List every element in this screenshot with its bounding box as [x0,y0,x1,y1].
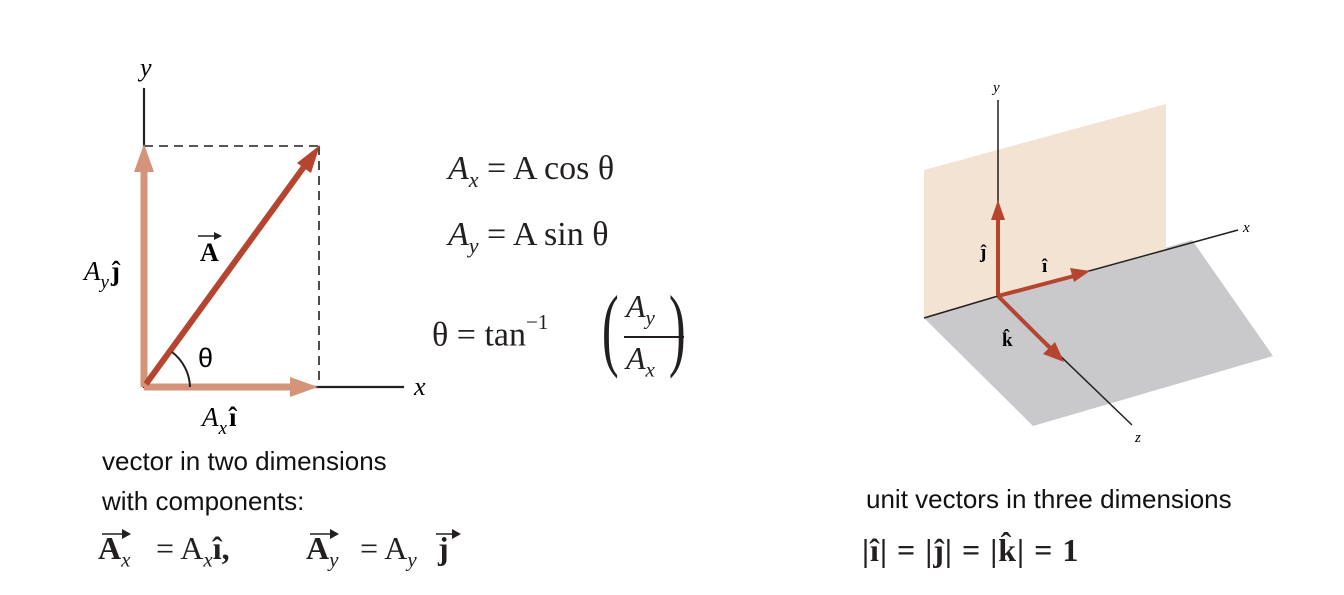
angle-arc [171,351,191,388]
vector-arrow-icon [436,529,461,539]
x-axis-label: x [413,372,426,401]
unit-vectors-3d-diagram: y x z ĵ î k̂ [923,80,1273,446]
unit-i-arrow [997,274,1075,298]
z-axis-3d-label: z [1134,430,1141,446]
unit-i-arrowhead [1070,268,1090,282]
component-y-label: Ayĵ [82,256,121,293]
component-y-arrowhead [134,144,154,172]
angle-label: θ [198,343,213,373]
vector-arrow-icon [310,529,339,539]
unit-j-label: ĵ [979,242,987,263]
formula-ax-vector: Ax [98,529,131,572]
fraction-numerator: Ay [626,288,655,330]
component-x-arrowhead [290,377,318,397]
left-caption-line2: with components: [102,486,305,516]
vector-arrow-icon [102,529,131,539]
y-axis-label: y [137,53,152,82]
xz-plane [924,240,1273,426]
equation-ay: Ay = A sin θ [448,216,609,258]
unit-k-label: k̂ [1002,329,1013,351]
x-axis-3d-label: x [1242,220,1250,236]
right-paren: ) [668,277,686,379]
unit-k-arrow [996,294,1054,352]
left-paren: ( [601,277,619,379]
vector-a-arrowhead [297,145,320,173]
component-x-label: Axî [200,402,238,439]
equation-ax: Ax = A cos θ [448,150,615,192]
vector-a-label: A [200,238,219,267]
unit-j-arrowhead [991,200,1005,220]
fraction-denominator: Ax [626,340,655,382]
unit-i-label: î [1041,256,1048,277]
formula-ay-vector: Ay [306,529,339,572]
vector-2d-diagram: y x A θ Ayĵ Axî [82,53,426,439]
x-axis-negative [923,295,999,319]
unit-k-arrowhead [1043,342,1064,362]
vector-a-arrow [143,162,309,386]
right-caption-line1: unit vectors in three dimensions [866,484,1232,514]
norm-formula: |î| = |ĵ| = |k̂| = 1 [862,532,1080,568]
y-axis-3d-label: y [991,80,1000,96]
left-caption-line1: vector in two dimensions [102,446,387,476]
vector-a-label-arrowhead [214,232,222,240]
xy-plane [924,104,1166,318]
fraction-bar [624,336,684,338]
